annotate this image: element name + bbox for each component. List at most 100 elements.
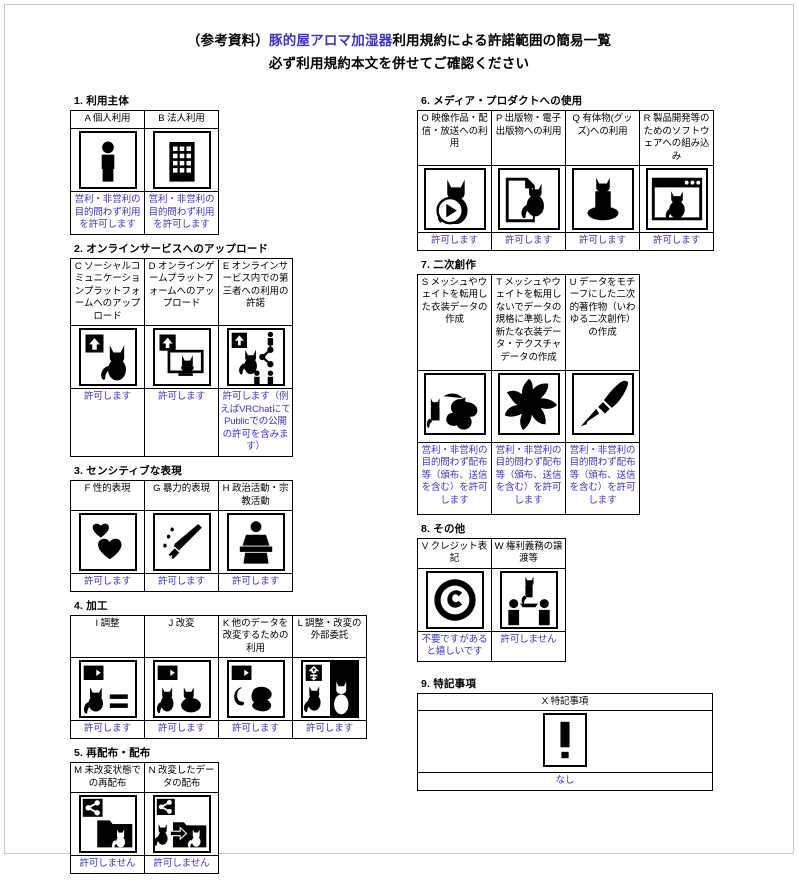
cell-header-N: N 改変したデータの配布: [144, 761, 219, 794]
section-3: 3. センシティブな表現 F 性的表現 G 暴力的表現 H 政治活動・宗教活動: [70, 463, 380, 592]
cell-note-O: 許可します: [417, 232, 492, 251]
table-row-icons: [417, 165, 714, 234]
cell-note-U: 営利・非営利の目的問わず配布等（頒布、送信を含む）を許可します: [565, 441, 640, 515]
cell-header-X: X 特記事項: [417, 692, 713, 712]
table-row-icons: [70, 792, 219, 857]
cell-header-P: P 出版物・電子出版物への利用: [491, 109, 566, 167]
cell-icon-W: [491, 567, 566, 632]
mesh-new-icon: [497, 372, 560, 435]
cell-note-R: 許可します: [639, 232, 714, 251]
brush-icon: [571, 372, 634, 435]
section-9: 9. 特記事項 X 特記事項 なし: [417, 676, 727, 791]
copyright-icon: [425, 570, 484, 629]
table-row-icons: [417, 369, 640, 443]
cell-icon-J: [144, 657, 219, 722]
section-4: 4. 加工 I 調整 J 改変 K 他のデータを改変するための利用 L 調整・改…: [70, 598, 380, 739]
table-row-headers: M 未改変状態での再配布 N 改変したデータの配布: [70, 761, 219, 794]
table-row-icons: [417, 710, 713, 774]
table-row-notes: 許可します 許可します 許可します（例えばVRChatにてPublicでの公開の…: [70, 388, 293, 458]
cell-icon-F: [70, 510, 145, 575]
play-cat-icon: [423, 168, 486, 231]
cell-icon-G: [144, 510, 219, 575]
cell-header-M: M 未改変状態での再配布: [70, 761, 145, 794]
cell-note-E: 許可します（例えばVRChatにてPublicでの公開の許可を含みます）: [218, 388, 293, 458]
table-row-headers: F 性的表現 G 暴力的表現 H 政治活動・宗教活動: [70, 480, 293, 512]
cell-note-L: 許可します: [292, 720, 367, 739]
upload-cat-share-people-icon: [226, 328, 285, 387]
knife-icon: [152, 513, 211, 572]
cell-header-T: T メッシュやウェイトを転用しないでデータの規格に準拠した新たな衣装データ・テク…: [491, 273, 566, 371]
cell-header-Q: Q 有体物(グッズ)への利用: [565, 109, 640, 167]
exclamation-icon: [543, 713, 587, 768]
cell-icon-C: [70, 325, 145, 390]
section-4-heading: 4. 加工: [74, 599, 108, 612]
cell-icon-N: [144, 792, 219, 857]
table-row-headers: I 調整 J 改変 K 他のデータを改変するための利用 L 調整・改変の外部委託: [70, 614, 367, 659]
table-row-headers: O 映像作品・配信・放送への利用 P 出版物・電子出版物への利用 Q 有体物(グ…: [417, 109, 714, 167]
section-8: 8. その他 V クレジット表記 W 権利義務の譲渡等: [417, 521, 727, 662]
cat-mesh-reuse-icon: [423, 372, 486, 435]
cell-note-C: 許可します: [70, 388, 145, 458]
table-row-icons: [70, 128, 219, 192]
table-row-headers: S メッシュやウェイトを転用した衣装データの作成 T メッシュやウェイトを転用し…: [417, 273, 640, 371]
share-folder-cat-icon: [78, 795, 137, 854]
table-row-headers: V クレジット表記 W 権利義務の譲渡等: [417, 537, 566, 569]
upload-cat-icon: [78, 328, 137, 387]
table-row-notes: 営利・非営利の目的問わず配布等（頒布、送信を含む）を許可します 営利・非営利の目…: [417, 441, 640, 515]
cell-note-M: 許可しません: [70, 855, 145, 874]
table-row-icons: [70, 510, 293, 575]
cell-icon-Q: [565, 165, 640, 234]
cell-note-F: 許可します: [70, 573, 145, 592]
cell-icon-S: [417, 369, 492, 443]
cell-note-T: 営利・非営利の目的問わず配布等（頒布、送信を含む）を許可します: [491, 441, 566, 515]
table-row-notes: 許可しません 許可しません: [70, 855, 219, 874]
table-row-icons: [70, 325, 293, 390]
building-icon: [152, 131, 211, 189]
section-1-heading: 1. 利用主体: [74, 95, 130, 107]
cell-header-W: W 権利義務の譲渡等: [491, 537, 566, 569]
cell-note-N: 許可しません: [144, 855, 219, 874]
section-7: 7. 二次創作 S メッシュやウェイトを転用した衣装データの作成 T メッシュや…: [417, 257, 727, 515]
figure-cat-icon: [571, 168, 634, 231]
page-subtitle: 必ず利用規約本文を併せてご確認ください: [268, 55, 530, 71]
cell-icon-A: [70, 128, 145, 192]
cell-header-F: F 性的表現: [70, 480, 145, 512]
table-row-icons: [70, 657, 367, 722]
cell-icon-U: [565, 369, 640, 443]
cell-header-S: S メッシュやウェイトを転用した衣装データの作成: [417, 273, 492, 371]
section-9-heading: 9. 特記事項: [421, 677, 477, 690]
cell-note-V: 不要ですがあると嬉しいです: [417, 630, 492, 662]
table-row-notes: 許可します 許可します 許可します 許可します: [70, 720, 367, 739]
cell-header-K: K 他のデータを改変するための利用: [218, 614, 293, 659]
transfer-people-icon: [499, 570, 558, 629]
cell-note-I: 許可します: [70, 720, 145, 739]
cell-note-X: なし: [417, 772, 713, 791]
cell-header-B: B 法人利用: [144, 110, 219, 129]
section-5-heading: 5. 再配布・配布: [74, 746, 151, 759]
table-row-headers: A 個人利用 B 法人利用: [70, 110, 219, 129]
cell-icon-L: [292, 657, 367, 722]
cell-icon-X: [417, 710, 713, 774]
cell-header-C: C ソーシャルコミュニケーションプラットフォームへのアップロード: [70, 257, 145, 327]
hearts-icon: [78, 513, 137, 572]
cell-icon-V: [417, 567, 492, 632]
cell-header-A: A 個人利用: [70, 110, 145, 129]
table-row-notes: 許可します 許可します 許可します 許可します: [417, 232, 714, 251]
cell-icon-B: [144, 128, 219, 192]
title-prefix: （参考資料）: [186, 33, 270, 48]
title-brand: 豚的屋アロマ加湿器: [269, 33, 393, 48]
cell-icon-T: [491, 369, 566, 443]
cell-icon-P: [491, 165, 566, 234]
document-page: （参考資料）豚的屋アロマ加湿器利用規約による許諾範囲の簡易一覧 必ず利用規約本文…: [4, 4, 794, 874]
table-row-headers: X 特記事項: [417, 692, 713, 712]
cell-note-W: 許可しません: [491, 630, 566, 662]
cell-header-I: I 調整: [70, 614, 145, 659]
cell-header-J: J 改変: [144, 614, 219, 659]
cell-header-L: L 調整・改変の外部委託: [292, 614, 367, 659]
table-row-notes: 不要ですがあると嬉しいです 許可しません: [417, 630, 566, 662]
cell-icon-E: [218, 325, 293, 390]
section-2: 2. オンラインサービスへのアップロード C ソーシャルコミュニケーションプラッ…: [70, 241, 380, 458]
cell-header-H: H 政治活動・宗教活動: [218, 480, 293, 512]
section-3-heading: 3. センシティブな表現: [74, 465, 182, 478]
left-column: 1. 利用主体 A 個人利用 B 法人利用: [70, 93, 380, 880]
